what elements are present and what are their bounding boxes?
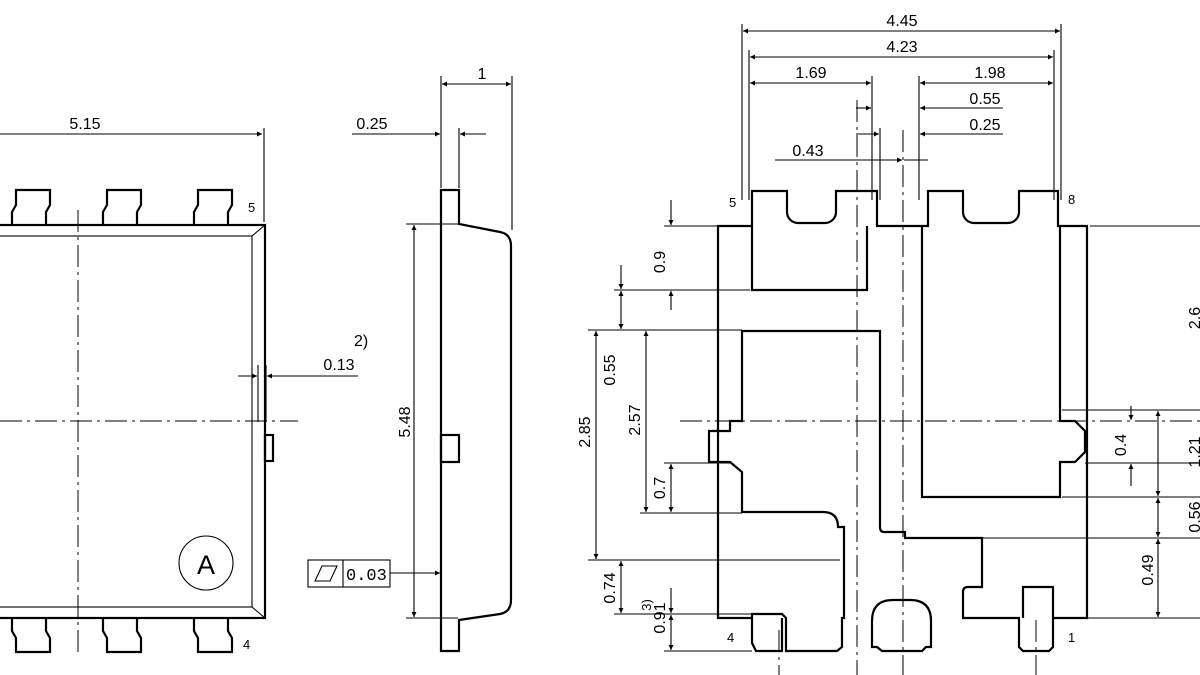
pad-pin-4 bbox=[750, 618, 784, 653]
overall-width-label: 4.45 bbox=[886, 13, 917, 30]
note-3-label: 3) bbox=[639, 599, 654, 611]
lead-bottom-1 bbox=[10, 618, 52, 654]
pin-label-1: 1 bbox=[1068, 630, 1075, 645]
footprint-view: 4.45 4.23 1.69 1.98 0.55 0.25 0.43 5 8 4… bbox=[577, 13, 1200, 675]
width-label: 5.15 bbox=[69, 116, 100, 133]
lead-top-3 bbox=[192, 188, 234, 225]
dim-1-21: 1.21 bbox=[1187, 436, 1200, 467]
dim-0-55: 0.55 bbox=[602, 354, 619, 385]
dim-2-57: 2.57 bbox=[627, 404, 644, 435]
inner-width-label: 4.23 bbox=[886, 39, 917, 56]
dim-0-7: 0.7 bbox=[652, 477, 669, 499]
thickness-label: 1 bbox=[478, 66, 487, 83]
dim-0-74: 0.74 bbox=[602, 572, 619, 603]
gap-label: 0.55 bbox=[969, 91, 1000, 108]
dim-0-91: 0.91 bbox=[652, 602, 669, 633]
footprint-outline bbox=[707, 189, 1089, 653]
pin-label-5: 5 bbox=[729, 195, 736, 210]
flatness-value: 0.03 bbox=[346, 567, 387, 586]
dim-0-4: 0.4 bbox=[1113, 434, 1130, 456]
pad-center-bottom bbox=[870, 598, 933, 653]
pad-top-left bbox=[750, 226, 869, 292]
dim-2-85: 2.85 bbox=[577, 416, 594, 447]
slot-offset-label: 0.43 bbox=[792, 143, 823, 160]
side-tab bbox=[263, 433, 275, 463]
dim-0-49: 0.49 bbox=[1140, 554, 1157, 585]
lead-top-2 bbox=[101, 188, 143, 225]
pad-right bbox=[920, 226, 1087, 499]
lead-bottom-2 bbox=[101, 618, 143, 654]
tab-offset-label: 0.13 bbox=[323, 357, 354, 374]
dim-0-56: 0.56 bbox=[1187, 501, 1200, 532]
pin-label-5: 5 bbox=[248, 200, 255, 215]
dim-2-6: 2.6 bbox=[1187, 307, 1200, 329]
slot-label: 0.25 bbox=[969, 117, 1000, 134]
side-profile bbox=[439, 188, 513, 653]
note-2-label: 2) bbox=[354, 333, 368, 350]
marking-circle bbox=[178, 535, 234, 591]
lead-top-1 bbox=[10, 188, 52, 225]
pin-label-8: 8 bbox=[1068, 192, 1075, 207]
pin-label-4: 4 bbox=[727, 630, 734, 645]
side-lead-mark bbox=[439, 433, 461, 464]
top-view: 5.15 5 4 2) 0.13 A bbox=[0, 116, 368, 655]
marking-letter: A bbox=[197, 550, 215, 580]
right-width-label: 1.98 bbox=[974, 65, 1005, 82]
pin-label-4: 4 bbox=[243, 637, 250, 652]
left-width-label: 1.69 bbox=[795, 65, 826, 82]
height-label: 5.48 bbox=[397, 406, 414, 437]
flatness-symbol bbox=[314, 565, 338, 582]
side-view: 1 0.25 5.48 0.03 bbox=[307, 66, 513, 653]
lead-bottom-3 bbox=[192, 618, 234, 654]
dim-0-9: 0.9 bbox=[652, 251, 669, 273]
lead-thickness-label: 0.25 bbox=[356, 116, 387, 133]
pad-pin-1 bbox=[1021, 585, 1055, 618]
